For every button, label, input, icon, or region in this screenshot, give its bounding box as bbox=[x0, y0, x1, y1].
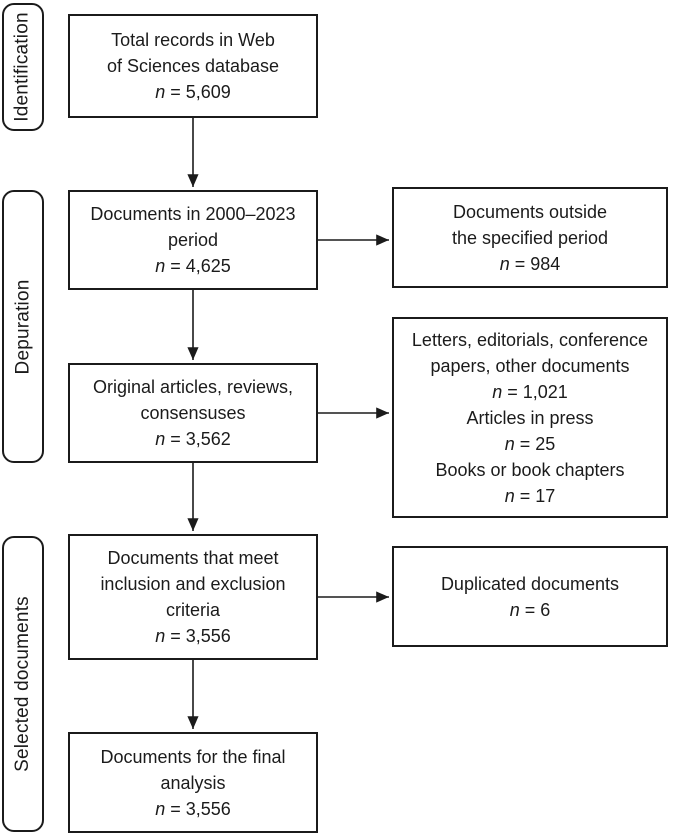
box-line: Letters, editorials, conference bbox=[411, 329, 649, 350]
box-line: Documents outside bbox=[452, 201, 608, 222]
box-stat: n= 5,609 bbox=[70, 79, 316, 105]
box-line: Documents for the final bbox=[100, 746, 286, 767]
box-period: Documents in 2000–2023 period n= 4,625 bbox=[68, 190, 318, 290]
stat-variable: n bbox=[155, 256, 166, 276]
box-line: of Sciences database bbox=[106, 56, 280, 76]
box-stat: n= 984 bbox=[394, 251, 666, 277]
stage-depuration: Depuration bbox=[2, 190, 44, 463]
box-duplicated: Duplicated documents n= 6 bbox=[392, 546, 668, 647]
box-line: Documents in 2000–2023 bbox=[90, 204, 296, 224]
box-line: Original articles, reviews, bbox=[92, 377, 294, 397]
box-line: Documents that meet bbox=[107, 548, 279, 568]
box-stat: n= 1,021 bbox=[394, 379, 666, 405]
box-outside-period: Documents outside the specified period n… bbox=[392, 187, 668, 288]
box-line: Duplicated documents bbox=[440, 573, 620, 594]
stage-selected-documents-label: Selected documents bbox=[12, 596, 34, 772]
stat-value: = 984 bbox=[514, 253, 561, 274]
stat-value: = 17 bbox=[519, 485, 556, 506]
box-line: Articles in press bbox=[466, 407, 594, 428]
box-stat: n= 25 bbox=[394, 431, 666, 457]
box-stat: n= 3,562 bbox=[70, 426, 316, 452]
stat-variable: n bbox=[155, 82, 166, 102]
box-line: Books or book chapters bbox=[435, 459, 625, 480]
stat-variable: n bbox=[155, 626, 166, 646]
box-line: criteria bbox=[165, 600, 220, 620]
stat-variable: n bbox=[504, 485, 515, 506]
stat-variable: n bbox=[499, 253, 510, 274]
stage-selected-documents: Selected documents bbox=[2, 536, 44, 832]
box-document-types: Original articles, reviews, consensuses … bbox=[68, 363, 318, 463]
box-stat: n= 3,556 bbox=[70, 796, 316, 822]
box-stat: n= 17 bbox=[394, 483, 666, 509]
box-line: papers, other documents bbox=[430, 355, 630, 376]
stat-value: = 25 bbox=[519, 433, 556, 454]
box-excluded-types: Letters, editorials, conference papers, … bbox=[392, 317, 668, 518]
box-line: period bbox=[167, 230, 219, 250]
box-line: the specified period bbox=[451, 227, 609, 248]
stat-variable: n bbox=[492, 381, 503, 402]
stage-identification: Identification bbox=[2, 3, 44, 131]
stat-value: = 1,021 bbox=[507, 381, 568, 402]
box-line: Total records in Web bbox=[111, 30, 275, 50]
stage-identification-label: Identification bbox=[12, 12, 34, 122]
stat-variable: n bbox=[509, 599, 520, 620]
stat-variable: n bbox=[504, 433, 515, 454]
box-total-records: Total records in Web of Sciences databas… bbox=[68, 14, 318, 118]
stat-value: = 3,556 bbox=[170, 626, 231, 646]
box-line: analysis bbox=[160, 772, 226, 793]
stat-variable: n bbox=[155, 798, 166, 819]
stat-value: = 5,609 bbox=[170, 82, 231, 102]
stat-value: = 3,562 bbox=[170, 429, 231, 449]
box-stat: n= 6 bbox=[394, 597, 666, 623]
box-criteria: Documents that meet inclusion and exclus… bbox=[68, 534, 318, 660]
stat-value: = 3,556 bbox=[170, 798, 231, 819]
box-stat: n= 3,556 bbox=[70, 623, 316, 649]
box-line: inclusion and exclusion bbox=[100, 574, 286, 594]
stat-value: = 6 bbox=[524, 599, 551, 620]
stage-depuration-label: Depuration bbox=[12, 279, 34, 374]
box-stat: n= 4,625 bbox=[70, 253, 316, 279]
stat-value: = 4,625 bbox=[170, 256, 231, 276]
box-final-analysis: Documents for the final analysis n= 3,55… bbox=[68, 732, 318, 833]
box-line: consensuses bbox=[140, 403, 246, 423]
stat-variable: n bbox=[155, 429, 166, 449]
